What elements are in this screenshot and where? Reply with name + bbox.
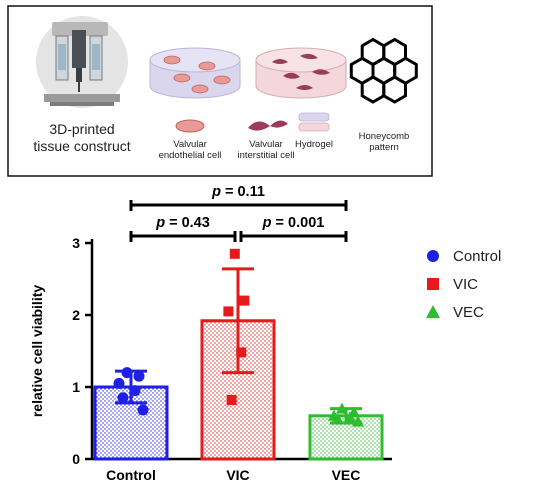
x-tick-label: VIC [226,467,249,483]
data-point-vic [239,295,250,306]
data-point-vic [236,347,247,358]
legend-honeycomb-line2: pattern [369,142,399,153]
legend-marker-control [427,250,439,262]
legend-label: VEC [453,304,484,321]
p-value: = 0.11 [221,184,265,200]
endothelial-cell-icon [175,119,205,133]
construct-label-line2: tissue construct [33,138,130,154]
y-axis-label: relative cell viability [29,285,45,418]
y-tick-label: 3 [72,235,80,251]
p-value: = 0.43 [165,215,210,231]
data-point-control [113,377,125,389]
p-symbol: p [155,215,165,231]
legend-endothelial-line1: Valvular [173,139,207,150]
data-point-vic [226,394,237,405]
p-value: = 0.001 [272,215,325,231]
legend-marker-vec [426,305,440,318]
x-tick-label: Control [106,467,156,483]
data-point-control [117,392,129,404]
legend-label: VIC [453,276,478,293]
construct-label-line1: 3D-printed [49,121,114,137]
honeycomb-icon [349,37,418,104]
p-symbol: p [262,215,272,231]
legend-interstitial-line1: Valvular [249,139,283,150]
p-value-label: p = 0.001 [262,215,325,231]
data-point-vic [223,306,234,317]
x-tick-label: VEC [332,467,361,483]
endothelial-dish-icon [149,47,241,99]
p-symbol: p [211,184,221,200]
legend-interstitial-line2: interstitial cell [237,150,294,161]
y-tick-label: 2 [72,307,80,323]
legend-endothelial-line2: endothelial cell [159,150,222,161]
legend-marker-vic [427,278,439,290]
bioprinter-icon [36,16,128,108]
data-point-control [137,404,149,416]
data-point-vic [229,248,240,259]
chart-error-bars [115,267,362,425]
schematic-panel: 3D-printed tissue construct [7,5,433,177]
legend-label: Control [453,248,501,265]
honeycomb-cell-6 [382,75,407,104]
interstitial-cell-icon [248,120,288,131]
hydrogel-icon [298,112,330,132]
y-tick-label: 0 [72,451,80,467]
data-point-control [133,370,145,382]
y-tick-label: 1 [72,379,80,395]
p-value-label: p = 0.11 [211,184,265,200]
interstitial-dish-icon [255,47,347,99]
p-value-label: p = 0.43 [155,215,210,231]
legend-hydrogel-label: Hydrogel [295,139,333,150]
legend-honeycomb-line1: Honeycomb [359,131,410,142]
chart-points [113,248,364,427]
